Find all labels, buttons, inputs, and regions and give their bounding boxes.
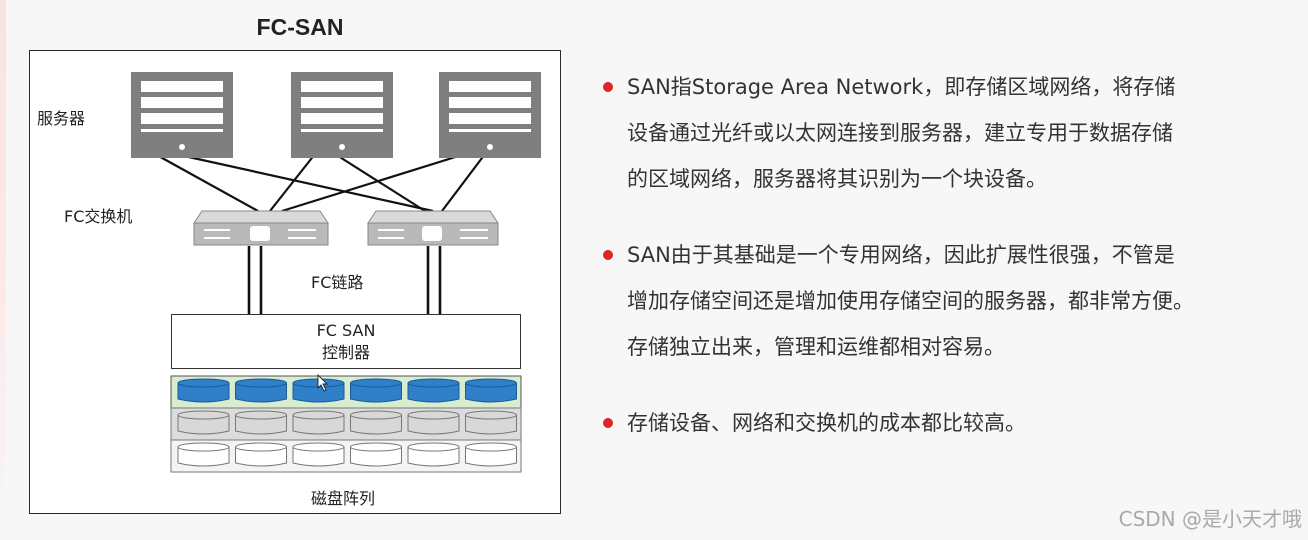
fc-switch-icon-2 [368,211,498,245]
disk-icon [236,411,287,434]
server-switch-links [155,154,485,211]
disk-array-label: 磁盘阵列 [311,485,375,509]
controller-line-1: FC SAN [317,320,376,342]
disk-icon [178,379,229,402]
bullet-item: SAN由于其基础是一个专用网络，因此扩展性很强，不管是 增加存储空间还是增加使用… [600,232,1300,370]
disk-icon [178,443,229,466]
disk-icon [466,443,517,466]
fc-san-diagram: 服务器 FC交换机 FC链路 FC SAN 控制器 磁盘阵列 [29,50,561,514]
server-icon-2 [291,72,393,158]
diagram-graphics [30,51,562,515]
servers-label: 服务器 [37,105,85,129]
disk-icon [351,443,402,466]
disk-icon [351,379,402,402]
bullet-line: SAN指Storage Area Network，即存储区域网络，将存储 [627,64,1300,110]
watermark: CSDN @是小天才哦 [1119,503,1302,532]
left-accent-bar [0,0,6,540]
fc-switch-label: FC交换机 [64,203,132,227]
disk-icon [293,411,344,434]
disk-icon [408,443,459,466]
bullet-line: SAN由于其基础是一个专用网络，因此扩展性很强，不管是 [627,232,1300,278]
server-icon-1 [131,72,233,158]
disk-icon [466,411,517,434]
disk-icon [293,443,344,466]
disk-icon [178,411,229,434]
disk-array [171,376,521,472]
disk-icon [351,411,402,434]
bullet-item: 存储设备、网络和交换机的成本都比较高。 [600,400,1300,446]
server-icon-3 [439,72,541,158]
fc-san-controller: FC SAN 控制器 [171,314,521,369]
bullet-dot-icon [603,418,613,428]
bullet-line: 存储设备、网络和交换机的成本都比较高。 [627,400,1300,446]
bullet-dot-icon [603,250,613,260]
fc-link-label: FC链路 [311,269,363,293]
bullet-dot-icon [603,82,613,92]
bullet-list: SAN指Storage Area Network，即存储区域网络，将存储 设备通… [600,64,1300,446]
disk-icon [408,411,459,434]
diagram-title: FC-SAN [30,14,570,41]
disk-icon [466,379,517,402]
bullet-line: 的区域网络，服务器将其识别为一个块设备。 [627,156,1300,202]
controller-line-2: 控制器 [322,342,370,364]
bullet-item: SAN指Storage Area Network，即存储区域网络，将存储 设备通… [600,64,1300,202]
bullet-line: 存储独立出来，管理和运维都相对容易。 [627,324,1300,370]
bullet-line: 增加存储空间还是增加使用存储空间的服务器，都非常方便。 [627,278,1300,324]
fc-switch-icon-1 [194,211,328,245]
disk-icon [236,379,287,402]
disk-icon [236,443,287,466]
disk-icon [408,379,459,402]
bullet-line: 设备通过光纤或以太网连接到服务器，建立专用于数据存储 [627,110,1300,156]
